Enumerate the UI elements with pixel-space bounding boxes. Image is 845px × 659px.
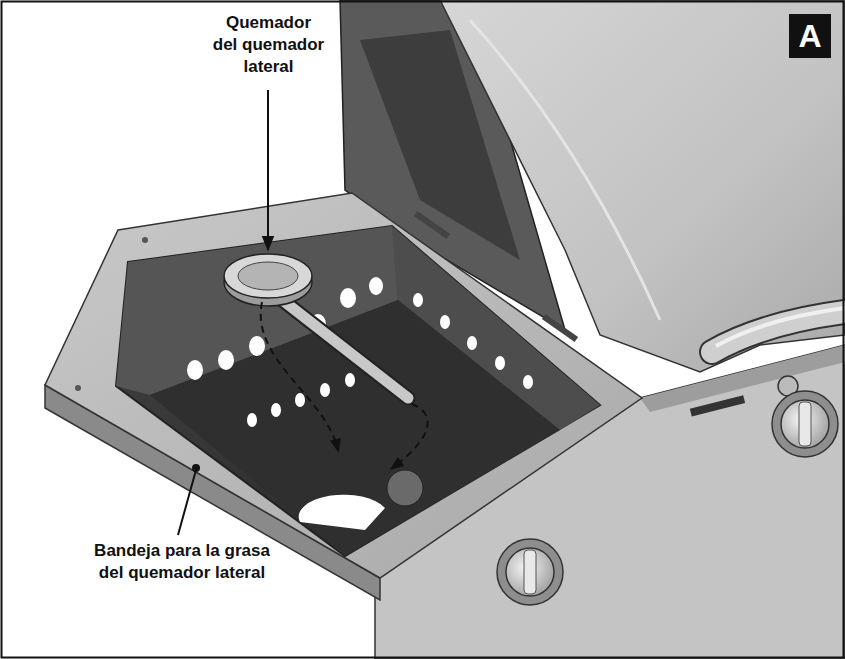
part-label: Bandeja para la grasa del quemador later… [87,540,277,584]
installation-arrow [392,404,428,468]
control-knob [781,400,829,448]
burner-cap [238,262,298,290]
tag-letter: A [798,20,821,52]
burner-tube [272,292,408,398]
hood-handle-outline [712,312,845,352]
drain-hole [299,495,385,530]
installation-arrow [261,302,338,450]
valve-fitting [387,470,423,506]
handle-highlight [716,308,845,346]
burner-head [224,254,312,298]
knob-bezel [772,391,838,457]
panel-slot [690,395,745,416]
hood-handle [712,312,845,352]
shelf-slot [542,314,578,342]
leader-line [267,90,269,250]
control-knob [506,548,554,596]
grease-tray [116,226,600,556]
knob-bezel [497,539,563,605]
hood-highlight [470,20,660,320]
leader-line [178,470,196,535]
shelf-screw [142,237,148,243]
part-label: Quemador del quemador lateral [212,12,325,78]
burner-tube-outline [272,292,408,398]
shelf-slot [414,211,450,239]
tray-floor [150,300,560,556]
knob-grip [524,550,536,594]
leader-dot [192,464,200,472]
figure-tag: A [789,14,831,58]
knob-grip [799,402,811,446]
shelf-screw [75,385,81,391]
side-shelf [45,193,642,578]
